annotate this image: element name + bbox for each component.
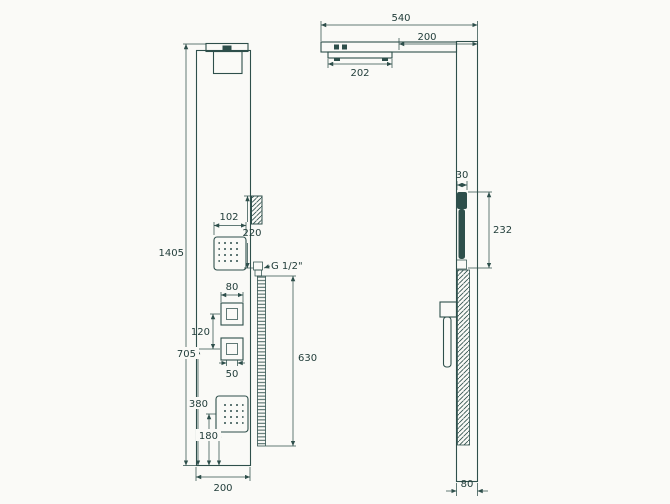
diverter-knob-upper-inner: [226, 308, 238, 320]
handshower-fitting-side: [456, 259, 467, 270]
dim-hose-length-label: 630: [298, 353, 317, 364]
overhead-shower-nozzle-icon: [334, 58, 340, 61]
dim-handshower-width: 30: [456, 170, 469, 190]
dim-jet-width: 102: [213, 212, 247, 235]
arm-screw-icon: [342, 44, 347, 50]
thread-label: G 1/2": [271, 261, 303, 272]
handshower-handle-side: [458, 209, 465, 259]
dim-holder-height: 220: [242, 195, 262, 269]
dim-panel-width: 200: [195, 467, 251, 494]
body-jet-lower-nozzles: [220, 400, 244, 428]
thread-callout: G 1/2": [263, 261, 303, 272]
dim-head-depth-label: 202: [350, 68, 369, 79]
dim-bottom-jet-height: 180: [196, 429, 222, 466]
overhead-shower-nozzle-icon: [222, 45, 232, 50]
dim-knob-spacing-label: 120: [191, 327, 210, 338]
diverter-knob-lower: [220, 337, 244, 361]
overhead-shower-side: [327, 51, 393, 59]
dim-total-height: 1405: [159, 43, 206, 466]
dim-handshower-height-label: 232: [493, 225, 512, 236]
front-view: 102 220 G 1/2" 630 80: [159, 42, 317, 494]
shower-hose-side: [457, 269, 470, 446]
dim-total-height-label: 1405: [159, 248, 184, 259]
body-jet-upper: [213, 236, 247, 271]
mixer-lever-side: [442, 316, 452, 368]
panel-front-outline: [195, 49, 252, 467]
dim-knob-inner-label: 50: [226, 369, 239, 380]
handshower-head-side: [457, 192, 467, 209]
diverter-knob-upper: [220, 302, 244, 326]
dim-holder-height-label: 220: [242, 228, 261, 239]
dim-bottom-jet-height-label: 180: [199, 431, 218, 442]
dim-total-depth-label: 540: [391, 13, 410, 24]
dim-total-depth: 540: [320, 13, 478, 41]
body-jet-upper-nozzles: [218, 241, 242, 266]
dim-lower-jet-height-label: 380: [189, 399, 208, 410]
dim-panel-depth-label: 80: [461, 479, 474, 490]
dim-panel-depth: 80: [446, 479, 488, 496]
handshower-holder: [251, 195, 263, 225]
shower-hose-front: [257, 275, 266, 447]
dim-handshower-width-label: 30: [456, 170, 469, 181]
diverter-knob-lower-inner: [226, 343, 238, 355]
dim-mid-height-label: 705: [177, 349, 196, 360]
dim-head-depth: 202: [327, 59, 393, 79]
dim-jet-width-label: 102: [219, 212, 238, 223]
side-view: 540 200 202 30 232: [320, 13, 512, 496]
dim-head-offset-label: 200: [417, 32, 436, 43]
dim-knob-width-label: 80: [226, 282, 239, 293]
dim-hose-length: 630: [266, 275, 317, 447]
overhead-shower-nozzle-icon: [382, 58, 388, 61]
dim-knob-inner: 50: [219, 360, 245, 380]
dim-handshower-height: 232: [468, 191, 512, 269]
dim-head-offset: 200: [398, 32, 478, 50]
dim-panel-width-label: 200: [213, 483, 232, 494]
overhead-shower-plate: [212, 50, 243, 75]
arm-screw-icon: [334, 44, 339, 50]
dim-knob-width: 80: [220, 282, 244, 302]
